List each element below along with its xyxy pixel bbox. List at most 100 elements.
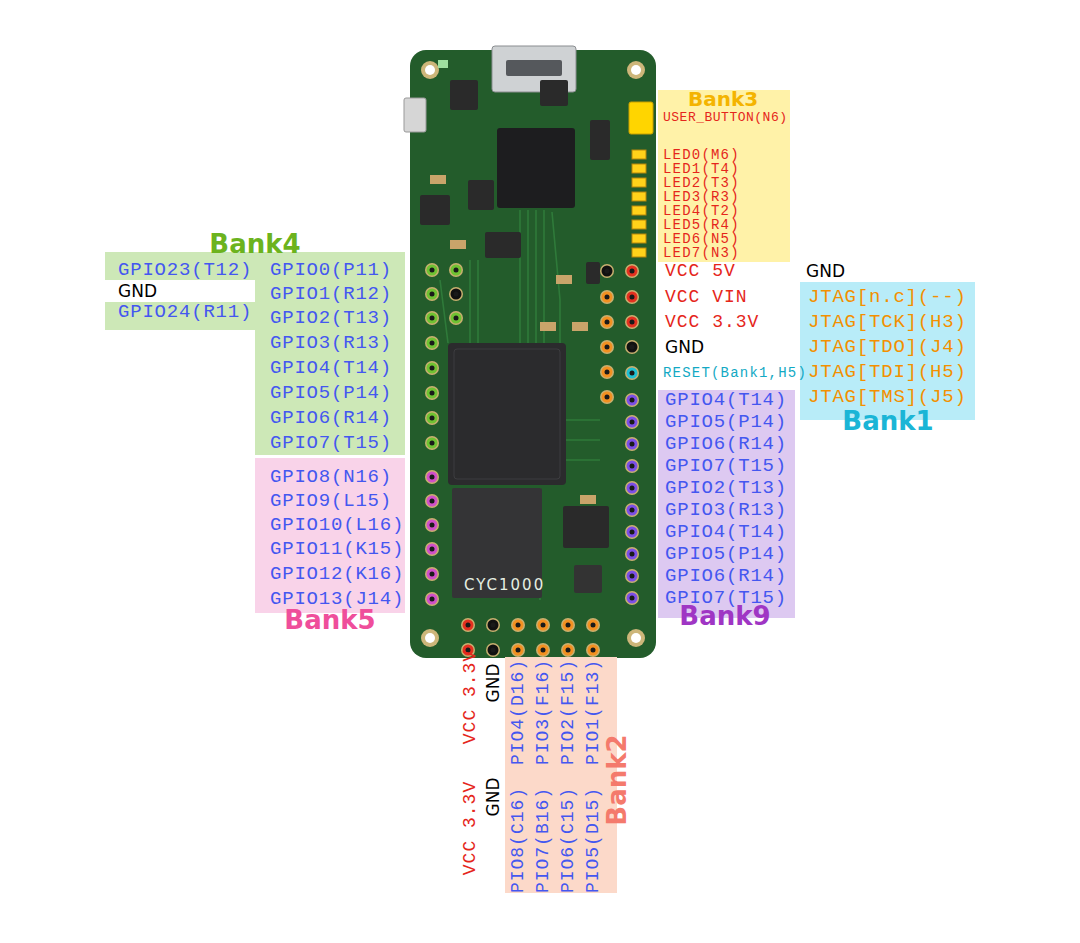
pin-label: GND bbox=[483, 778, 503, 817]
pin-hole bbox=[430, 523, 435, 528]
header-pin bbox=[627, 342, 638, 353]
user-led bbox=[632, 150, 646, 159]
pin-hole bbox=[430, 391, 435, 396]
header-pin bbox=[588, 645, 599, 656]
pcb bbox=[410, 50, 656, 658]
user-led bbox=[632, 248, 646, 257]
user-led bbox=[632, 192, 646, 201]
header-pin bbox=[627, 505, 638, 516]
pin-pad bbox=[625, 525, 639, 539]
pin-name: PIO3(F16) bbox=[533, 659, 553, 765]
pin-hole bbox=[430, 268, 435, 273]
pin-pad bbox=[449, 263, 463, 277]
bank-band: GPIO8(N16)GPIO9(L15)GPIO10(L16)GPIO11(K1… bbox=[255, 458, 405, 613]
pin-pad bbox=[600, 264, 614, 278]
pin-hole bbox=[566, 623, 571, 628]
pin-name: JTAG[TMS](J5) bbox=[808, 386, 967, 408]
pin-pad bbox=[425, 411, 439, 425]
pin-hole bbox=[630, 574, 635, 579]
capacitor bbox=[430, 175, 446, 184]
pin-label: GND bbox=[118, 281, 157, 301]
mounting-hole bbox=[421, 61, 439, 79]
pin-hole bbox=[630, 596, 635, 601]
capacitor bbox=[572, 322, 588, 331]
pin-pad bbox=[511, 618, 525, 632]
pin-name: GPIO24(R11) bbox=[118, 301, 252, 323]
pin-name: GPIO6(R14) bbox=[665, 565, 787, 587]
bank-title: Bank4 bbox=[209, 229, 300, 259]
status-led bbox=[438, 60, 448, 68]
pin-pad bbox=[449, 287, 463, 301]
pin-name: GPIO11(K15) bbox=[270, 538, 404, 560]
header-pin bbox=[427, 594, 438, 605]
header-pin bbox=[451, 265, 462, 276]
pin-hole bbox=[605, 395, 610, 400]
header-pin bbox=[427, 569, 438, 580]
pin-name: PIO6(C15) bbox=[558, 787, 578, 893]
pin-pad bbox=[625, 569, 639, 583]
pin-hole bbox=[630, 345, 635, 350]
header-pin bbox=[513, 645, 524, 656]
usb-opening bbox=[506, 60, 562, 76]
pin-pad bbox=[536, 643, 550, 657]
pin-name: LED0(M6) bbox=[663, 147, 740, 163]
pin-name: JTAG[TDI](H5) bbox=[808, 361, 967, 383]
header-pin bbox=[427, 413, 438, 424]
bank-title: Bank5 bbox=[284, 605, 375, 635]
header-pin bbox=[427, 289, 438, 300]
header-pin bbox=[627, 549, 638, 560]
pin-hole bbox=[516, 623, 521, 628]
header-pin bbox=[627, 317, 638, 328]
header-pin bbox=[513, 620, 524, 631]
pin-hole bbox=[605, 320, 610, 325]
mounting-hole bbox=[627, 629, 645, 647]
pin-hole bbox=[430, 316, 435, 321]
pin-pad bbox=[625, 503, 639, 517]
pin-name: PIO4(D16) bbox=[508, 659, 528, 765]
header-pin bbox=[427, 520, 438, 531]
header-pin bbox=[427, 472, 438, 483]
header-pin bbox=[627, 292, 638, 303]
header-pin bbox=[451, 289, 462, 300]
bank-title: Bank2 bbox=[602, 734, 632, 825]
pin-name: USER_BUTTON(N6) bbox=[663, 110, 788, 125]
pin-name: LED1(T4) bbox=[663, 161, 740, 177]
bank-band: Bank4GPIO23(T12)GPIO0(P11)GPIO1(R12)GPIO… bbox=[105, 228, 405, 455]
pin-label: VCC VIN bbox=[665, 287, 748, 307]
header-pin bbox=[602, 342, 613, 353]
header-pin bbox=[602, 292, 613, 303]
pin-name: PIO7(B16) bbox=[533, 787, 553, 893]
pin-hole bbox=[605, 345, 610, 350]
user-led bbox=[632, 234, 646, 243]
pin-name: LED4(T2) bbox=[663, 203, 740, 219]
header-pin bbox=[627, 461, 638, 472]
pin-name: GPIO12(K16) bbox=[270, 563, 404, 585]
pin-name: LED2(T3) bbox=[663, 175, 740, 191]
pin-hole bbox=[516, 648, 521, 653]
header-pin bbox=[627, 439, 638, 450]
pin-pad bbox=[625, 459, 639, 473]
header-pin bbox=[563, 620, 574, 631]
pin-pad bbox=[625, 547, 639, 561]
bank-title: Bank9 bbox=[679, 601, 770, 631]
pin-hole bbox=[430, 341, 435, 346]
header-pin bbox=[538, 645, 549, 656]
pin-pad bbox=[425, 494, 439, 508]
pin-hole bbox=[430, 416, 435, 421]
pin-name: PIO8(C16) bbox=[508, 787, 528, 893]
pin-hole bbox=[454, 316, 459, 321]
mounting-hole bbox=[627, 61, 645, 79]
pin-pad bbox=[486, 643, 500, 657]
pin-name: LED3(R3) bbox=[663, 189, 740, 205]
pin-hole bbox=[541, 623, 546, 628]
pin-pad bbox=[625, 393, 639, 407]
pin-hole bbox=[430, 547, 435, 552]
mounting-hole bbox=[631, 65, 641, 75]
pin-pad bbox=[425, 436, 439, 450]
pin-name: GPIO7(T15) bbox=[270, 432, 392, 454]
pin-pad bbox=[600, 390, 614, 404]
pin-pad bbox=[449, 311, 463, 325]
user-led bbox=[632, 206, 646, 215]
pin-hole bbox=[591, 623, 596, 628]
pin-hole bbox=[630, 552, 635, 557]
